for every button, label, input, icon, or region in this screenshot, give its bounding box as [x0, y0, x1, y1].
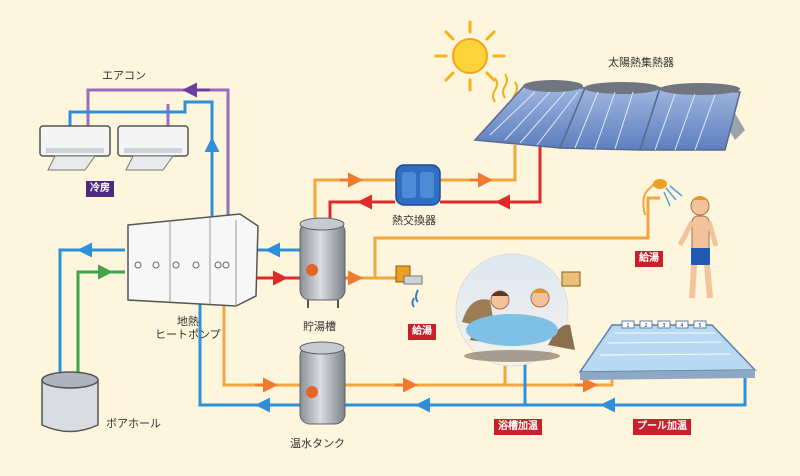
pool-lane-block	[693, 320, 707, 329]
hot-supply-pipes	[345, 196, 660, 286]
swimming-pool	[578, 324, 757, 380]
shower-icon	[642, 179, 683, 216]
pool-lane-number: 1	[626, 323, 629, 329]
borehole	[41, 371, 99, 433]
bath-pool-supply-pipes	[345, 360, 614, 405]
pool-lane-markers: 1 2 3 4 5	[621, 320, 707, 329]
hot-spring-bath	[455, 253, 581, 367]
air-conditioner-2	[117, 125, 189, 171]
solar-collector	[473, 80, 745, 151]
hot-water-tank	[299, 341, 346, 425]
heat-exchanger	[395, 164, 441, 206]
heat-pump-label: 地熱 ヒートポンプ	[155, 315, 221, 341]
pool-lane-block	[675, 320, 689, 329]
sun-icon	[434, 20, 518, 107]
solar-loop-pipes	[313, 145, 542, 220]
pool-lane-number: 5	[698, 323, 701, 329]
shower-supply-badge: 給湯	[635, 251, 663, 267]
faucet-icon	[395, 265, 423, 308]
man-showering	[677, 196, 719, 299]
air-conditioner-1	[39, 125, 111, 171]
heat-pump-unit	[127, 213, 259, 307]
aircon-label: エアコン	[102, 69, 146, 82]
pool-lane-number: 4	[680, 323, 683, 329]
heat-exchanger-label: 熱交換器	[392, 214, 436, 227]
heatpump-storage-pipes	[256, 242, 300, 286]
aircon-return-pipe	[68, 100, 220, 220]
storage-tank	[299, 217, 346, 308]
heatpump-hotwater-pipes	[198, 300, 747, 413]
bath-heating-badge: 浴槽加温	[494, 419, 542, 435]
borehole-pipes	[58, 242, 125, 375]
borehole-label: ボアホール	[106, 417, 161, 430]
pool-lane-number: 2	[644, 323, 647, 329]
hot-water-tank-label: 温水タンク	[290, 437, 345, 450]
pool-heating-badge: プール加温	[633, 419, 691, 435]
pool-lane-block	[639, 320, 653, 329]
cooling-badge: 冷房	[86, 181, 114, 197]
storage-tank-label: 貯湯槽	[303, 320, 336, 333]
faucet-supply-badge: 給湯	[408, 324, 436, 340]
pool-lane-block	[657, 320, 671, 329]
aircon-pipe	[86, 82, 230, 220]
pool-lane-block	[621, 320, 635, 329]
solar-collector-label: 太陽熱集熱器	[608, 56, 674, 69]
pool-lane-number: 3	[662, 323, 665, 329]
